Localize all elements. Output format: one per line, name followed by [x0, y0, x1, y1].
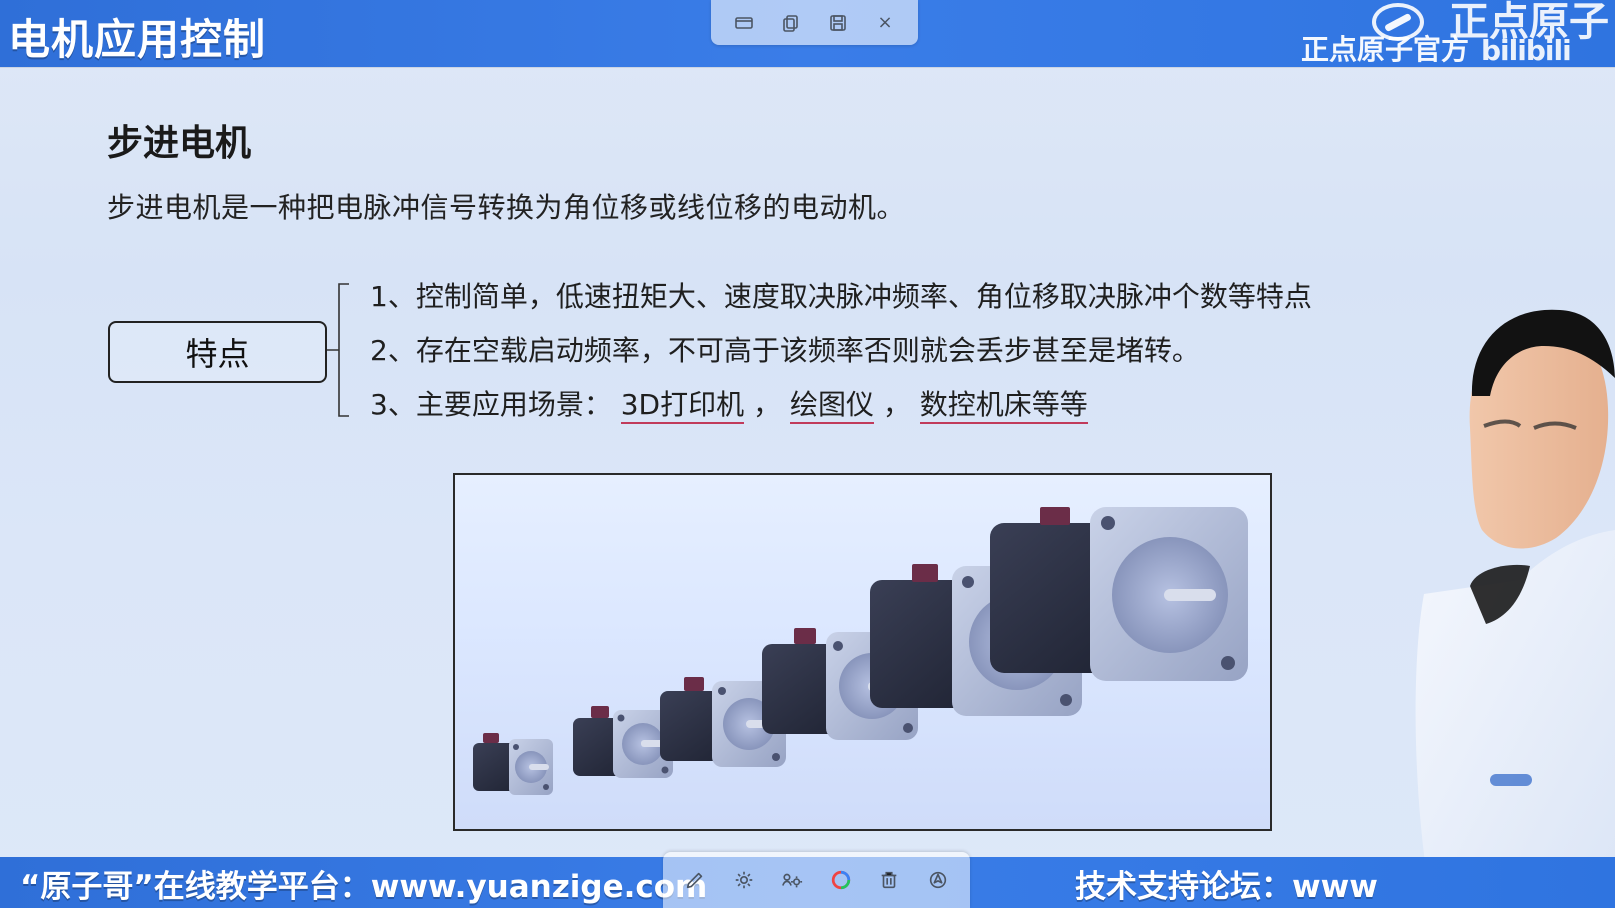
toolbar [663, 852, 970, 908]
stepper-motors-image [453, 473, 1272, 831]
group-settings-icon-svg [782, 873, 803, 888]
brand-official: 正点原子官方 [1300, 33, 1469, 66]
feature-box: 特点 [108, 321, 327, 383]
feature-item-3-cnc: 数控机床等等 [919, 388, 1088, 424]
feature-item-1: 1、控制简单，低速扭矩大、速度取决脉冲频率、角位移取决脉冲个数等特点 [370, 280, 1312, 313]
color-circle-icon[interactable] [825, 864, 857, 896]
presenter-image [1415, 309, 1615, 908]
brand-name: 正点原子 [1449, 0, 1609, 45]
window-icon[interactable] [730, 9, 758, 37]
copy-icon-svg [783, 14, 798, 32]
feature-item-3-sep-1: ， [753, 388, 782, 421]
slide-description: 步进电机是一种把电脉冲信号转换为角位移或线位移的电动机。 [107, 191, 906, 224]
close-label: × [877, 12, 893, 33]
brand-logo-icon [1372, 3, 1424, 41]
gear-icon-svg [929, 871, 946, 889]
support-forum: 技术支持论坛：www [1075, 869, 1378, 905]
window-controls: × [711, 0, 918, 45]
close-icon[interactable]: × [871, 9, 899, 37]
page-title: 电机应用控制 [8, 15, 267, 64]
gear-icon[interactable] [922, 864, 954, 896]
feature-item-3-3d-printer: 3D打印机 [620, 388, 745, 424]
feature-item-3: 3、主要应用场景： 3D打印机 ， 绘图仪 ， 数控机床等等 [370, 378, 1312, 432]
copy-icon[interactable] [777, 9, 805, 37]
settings-gear-icon[interactable] [728, 864, 760, 896]
feature-item-3-sep-2: ， [882, 388, 911, 421]
group-settings-icon[interactable] [776, 864, 808, 896]
brace-icon [327, 283, 349, 417]
feature-item-3-plotter: 绘图仪 [789, 388, 874, 424]
settings-gear-icon-svg [735, 871, 753, 889]
motor-2 [573, 706, 673, 778]
save-icon[interactable] [824, 9, 852, 37]
features-list: 1、控制简单，低速扭矩大、速度取决脉冲频率、角位移取决脉冲个数等特点 2、存在空… [370, 270, 1312, 432]
color-circle-icon-svg [831, 870, 850, 890]
feature-box-label: 特点 [185, 335, 250, 373]
bilibili-logo: bilibili [1481, 34, 1572, 67]
pen-icon[interactable] [679, 864, 711, 896]
platform-url: “原子哥”在线教学平台：www.yuanzige.com [20, 869, 708, 905]
trash-icon-svg [881, 871, 897, 889]
slide-heading: 步进电机 [107, 123, 252, 164]
stepper-motors-illustration [473, 507, 1248, 795]
pen-icon-svg [687, 872, 703, 889]
brand-area: 正点原子 正点原子官方 bilibili [1229, 0, 1609, 67]
motor-1 [473, 733, 553, 795]
save-icon-svg [830, 14, 846, 31]
motor-6 [990, 507, 1248, 681]
feature-item-3-prefix: 3、主要应用场景： [370, 388, 612, 421]
trash-icon[interactable] [873, 864, 905, 896]
top-bar: 电机应用控制 × 正点原子 正点原子官方 [0, 0, 1615, 67]
feature-item-2: 2、存在空载启动频率，不可高于该频率否则就会丢步甚至是堵转。 [370, 334, 1200, 367]
window-icon-svg [735, 16, 753, 29]
